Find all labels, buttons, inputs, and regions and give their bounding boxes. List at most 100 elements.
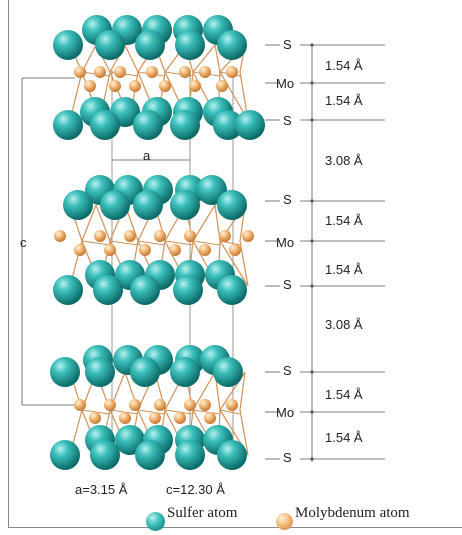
molybdenum-atom-l1b [216,80,228,92]
molybdenum-atom-l3b [149,412,161,424]
mo-s-bond [239,240,249,287]
sulfur-atom-l1-top [217,30,247,60]
mo-mo-bond [109,409,139,415]
scale-dot [310,43,314,47]
sulfur-atom-l1-bot [133,110,163,140]
molybdenum-atom-l3b [204,412,216,424]
legend-sulfur-label: Sulfer atom [167,505,238,521]
layer-label-mo-2: Mo [276,235,295,250]
sulfur-atom-l1-top [135,30,165,60]
layer-label-s-1: S [283,37,292,52]
mo-mo-bond [164,240,194,246]
sulfur-atom-l3-top [85,357,115,387]
sulfur-atom-l3-bot [217,440,247,470]
mo-s-bond [192,371,216,411]
sulfur-atom-l3-top [130,357,160,387]
molybdenum-atom-l1b [109,80,121,92]
sulfur-atom-l2-bot [217,275,247,305]
scale-dot [310,410,314,414]
molybdenum-atom-l1 [199,66,211,78]
mo-s-bond [81,44,97,73]
molybdenum-atom-l2 [94,230,106,242]
distance-7: 1.54 Å [325,387,363,402]
molybdenum-atom-l1b [84,80,96,92]
scale-dot [310,81,314,85]
sulfur-atom-l3-top [50,357,80,387]
mo-s-bond [239,371,246,411]
molybdenum-atom-l2b [104,244,116,256]
layer-label-mo-3: Mo [276,405,295,420]
sulfur-atom-l3-bot [175,440,205,470]
sulfur-atom-l1-top [175,30,205,60]
mo-s-bond [81,204,97,242]
molybdenum-atom-l3 [129,399,141,411]
molybdenum-atom-l3b [119,412,131,424]
scale-dot [310,457,314,461]
mo-mo-bond [137,240,166,246]
molybdenum-atom-l2 [124,230,136,242]
mo-mo-bond [219,409,241,415]
layer-label-s-3: S [283,192,292,207]
axis-label-a: a [143,148,151,163]
axis-label-c: c [20,235,27,250]
sulfur-atom-l2-top [170,190,200,220]
molybdenum-atom-l2 [242,230,254,242]
sulfur-atom-l2-top [133,190,163,220]
distance-5: 1.54 Å [325,262,363,277]
legend-sulfur-swatch [146,512,165,531]
sulfur-atom-l3-bot [90,440,120,470]
sulfur-atom-l3-bot [135,440,165,470]
molybdenum-atom-l1 [74,66,86,78]
layer-label-s-6: S [283,450,292,465]
scale-dot [310,370,314,374]
molybdenum-atom-l1b [159,80,171,92]
molybdenum-atom-l3 [154,399,166,411]
mo-mo-bond [81,409,111,415]
distance-3: 3.08 Å [325,153,363,168]
distance-2: 1.54 Å [325,93,363,108]
molybdenum-atom-l3 [74,399,86,411]
molybdenum-atom-l2b [169,244,181,256]
molybdenum-atom-l3b [89,412,101,424]
molybdenum-atom-l1b [129,80,141,92]
mo-s-bond [192,204,216,242]
molybdenum-atom-l3 [199,399,211,411]
molybdenum-atom-l3 [226,399,238,411]
sulfur-atom-l2-bot [173,275,203,305]
distance-6: 3.08 Å [325,317,363,332]
molybdenum-atom-l2b [74,244,86,256]
sulfur-atom-l2-bot [53,275,83,305]
molybdenum-atom-l2 [184,230,196,242]
molybdenum-atom-l1 [114,66,126,78]
mo-mo-bond [192,409,221,415]
unit-cell-guides [21,43,385,462]
sulfur-atom-l1-top [95,30,125,60]
mo-mo-bond [109,240,139,246]
sulfur-atom-l2-top [100,190,130,220]
layer-label-s-4: S [283,277,292,292]
distance-1: 1.54 Å [325,58,363,73]
sulfur-atom-l2-top [217,190,247,220]
mo-mo-bond [137,409,166,415]
molybdenum-atom-l3 [104,399,116,411]
scale-dot [310,118,314,122]
lattice-param-a: a=3.15 Å [75,482,128,497]
mo-mo-bond [81,240,111,246]
sulfur-atom-l3-top [170,357,200,387]
sulfur-atom-l1-bot [235,110,265,140]
mo-s-bond [239,409,249,456]
mo-s-bond [219,240,249,287]
molybdenum-atom-l3 [184,399,196,411]
mo-mo-bond [192,240,221,246]
sulfur-atom-l3-top [213,357,243,387]
molybdenum-atom-l2 [154,230,166,242]
sulfur-atom-l2-bot [130,275,160,305]
mo-s-bond [192,44,216,73]
layer-label-s-2: S [283,113,292,128]
atom-layers [50,15,265,470]
frame-left-border [8,0,9,528]
molybdenum-atom-l3b [174,412,186,424]
mo-s-bond [95,204,111,242]
sulfur-atom-l1-bot [170,110,200,140]
